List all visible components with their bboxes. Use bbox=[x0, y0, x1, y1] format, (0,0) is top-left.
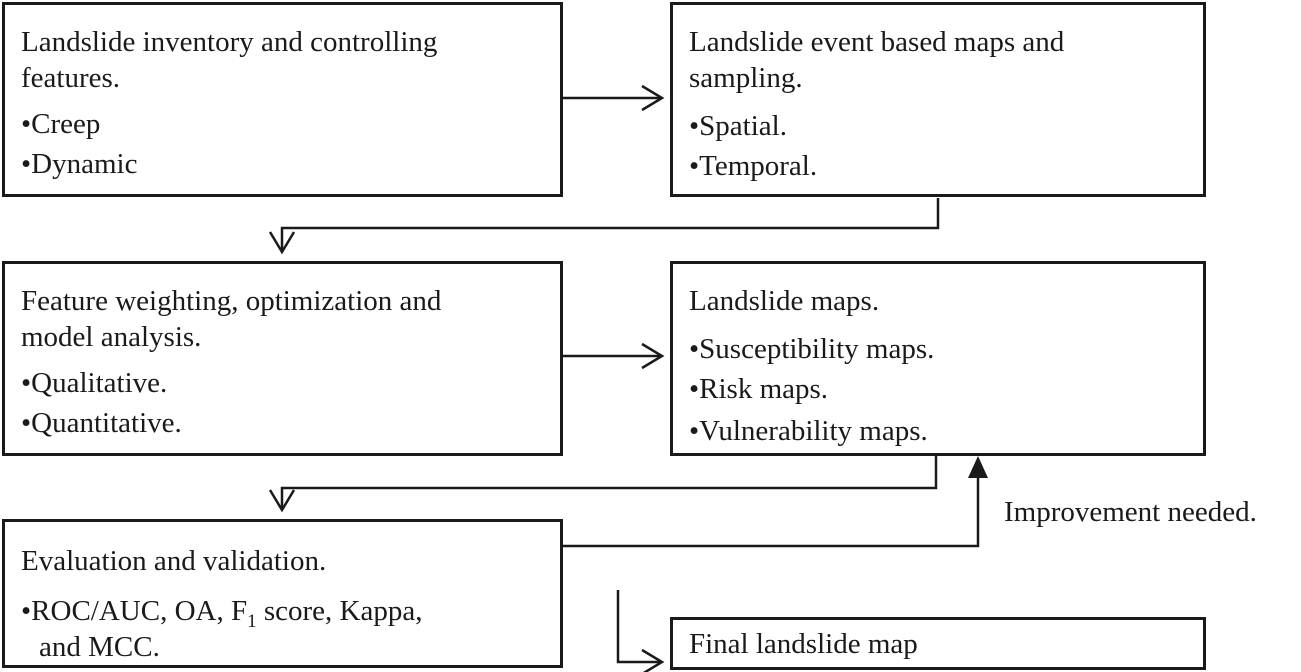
bullet-glyph: • bbox=[21, 367, 32, 399]
landslide-maps-box: Landslide maps. •Susceptibility maps. •R… bbox=[670, 261, 1206, 456]
metrics-text: ROC/AUC, OA, F bbox=[31, 595, 248, 627]
weighting-bullet-quantitative: •Quantitative. bbox=[21, 406, 182, 440]
weighting-bullet-qualitative: •Qualitative. bbox=[21, 366, 167, 400]
inventory-bullet-creep: •Creep bbox=[21, 107, 100, 141]
f1-subscript: 1 bbox=[247, 610, 257, 632]
arrow-event-to-weighting bbox=[280, 198, 940, 252]
metrics-text-cont: score, Kappa, bbox=[256, 595, 423, 627]
arrowhead-open bbox=[641, 648, 665, 672]
inventory-title-line2: features. bbox=[21, 62, 121, 94]
inventory-box: Landslide inventory and controlling feat… bbox=[2, 2, 563, 197]
arrowhead-filled bbox=[968, 456, 988, 478]
bullet-text: Dynamic bbox=[31, 148, 138, 180]
weighting-box: Feature weighting, optimization and mode… bbox=[2, 261, 563, 456]
arrowhead-open bbox=[268, 489, 296, 513]
bullet-glyph: • bbox=[689, 333, 700, 365]
event-maps-bullet-temporal: •Temporal. bbox=[689, 149, 817, 183]
weighting-title-line1: Feature weighting, optimization and bbox=[21, 285, 442, 317]
evaluation-bullet-metrics-line2: and MCC. bbox=[39, 631, 160, 663]
bullet-glyph: • bbox=[21, 148, 32, 180]
bullet-text: Vulnerability maps. bbox=[699, 415, 928, 447]
landslide-maps-bullet-vulnerability: •Vulnerability maps. bbox=[689, 414, 928, 448]
arrow-evaluation-to-final bbox=[616, 590, 660, 664]
arrow-maps-to-evaluation bbox=[280, 456, 938, 510]
bullet-glyph: • bbox=[689, 110, 700, 142]
arrow-feedback bbox=[561, 472, 980, 548]
bullet-glyph: • bbox=[21, 407, 32, 439]
evaluation-bullet-metrics: •ROC/AUC, OA, F1 score, Kappa, bbox=[21, 594, 422, 639]
weighting-title-line2: model analysis. bbox=[21, 321, 202, 353]
inventory-bullet-dynamic: •Dynamic bbox=[21, 147, 137, 181]
event-maps-bullet-spatial: •Spatial. bbox=[689, 109, 787, 143]
bullet-text: Risk maps. bbox=[699, 373, 829, 405]
bullet-glyph: • bbox=[689, 373, 700, 405]
arrowhead-open bbox=[641, 342, 665, 370]
bullet-glyph: • bbox=[689, 150, 700, 182]
arrowhead-open bbox=[268, 231, 296, 255]
evaluation-title: Evaluation and validation. bbox=[21, 545, 327, 577]
bullet-glyph: • bbox=[21, 108, 32, 140]
event-maps-title-line2: sampling. bbox=[689, 62, 803, 94]
landslide-maps-bullet-risk: •Risk maps. bbox=[689, 372, 828, 406]
bullet-text: Spatial. bbox=[699, 110, 787, 142]
event-maps-box: Landslide event based maps and sampling.… bbox=[670, 2, 1206, 197]
bullet-text: Susceptibility maps. bbox=[699, 333, 935, 365]
landslide-maps-title: Landslide maps. bbox=[689, 285, 880, 317]
final-map-title: Final landslide map bbox=[689, 628, 918, 660]
bullet-text: Creep bbox=[31, 108, 101, 140]
bullet-text: Qualitative. bbox=[31, 367, 168, 399]
arrowhead-open bbox=[641, 84, 665, 112]
bullet-glyph: • bbox=[21, 595, 32, 627]
bullet-text: Temporal. bbox=[699, 150, 818, 182]
event-maps-title-line1: Landslide event based maps and bbox=[689, 26, 1065, 58]
landslide-maps-bullet-susceptibility: •Susceptibility maps. bbox=[689, 332, 934, 366]
bullet-glyph: • bbox=[689, 415, 700, 447]
evaluation-box: Evaluation and validation. •ROC/AUC, OA,… bbox=[2, 519, 563, 668]
inventory-title-line1: Landslide inventory and controlling bbox=[21, 26, 438, 58]
improvement-needed-label: Improvement needed. bbox=[1004, 496, 1257, 528]
final-map-box: Final landslide map bbox=[670, 617, 1206, 670]
bullet-text: Quantitative. bbox=[31, 407, 182, 439]
